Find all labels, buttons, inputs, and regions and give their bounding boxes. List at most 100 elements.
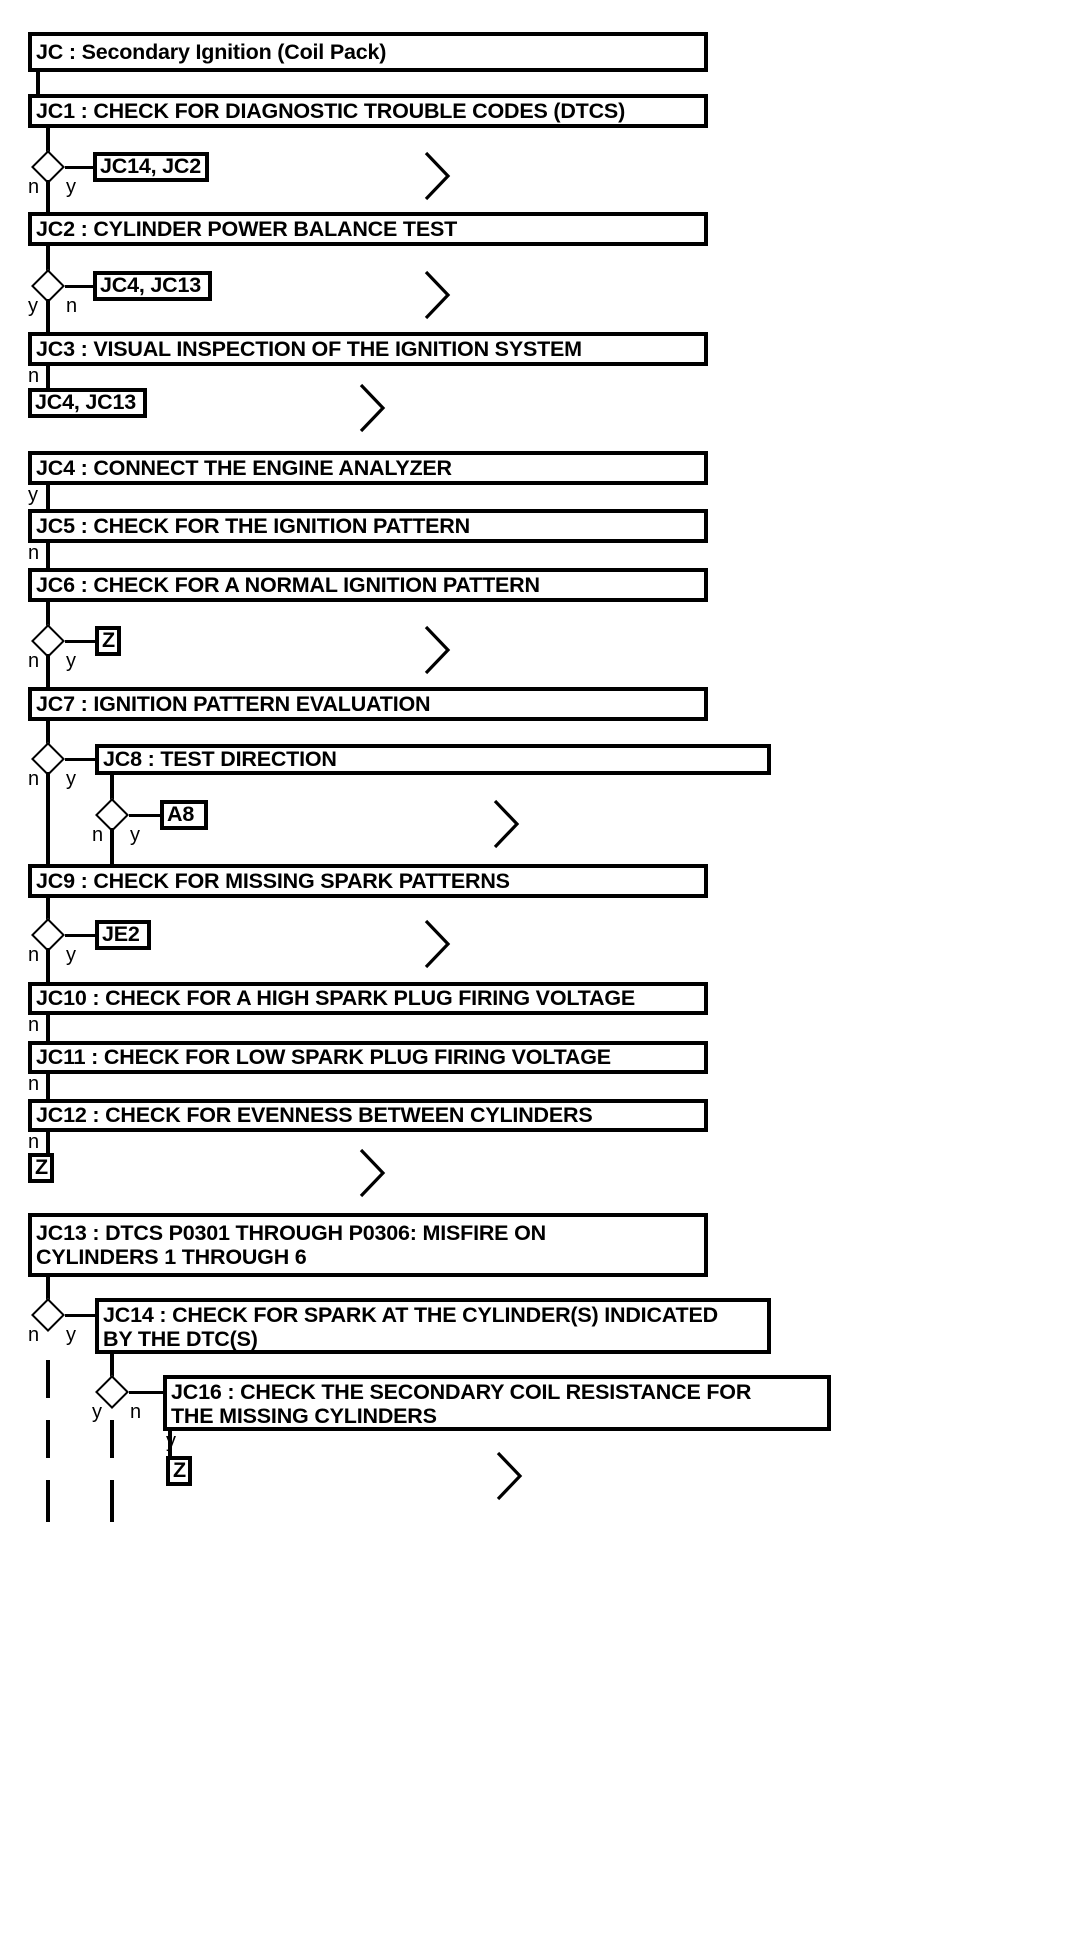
node-JC14[interactable]: JC14 : CHECK FOR SPARK AT THE CYLINDER(S… xyxy=(95,1298,771,1354)
edge-label-jc3-no: n xyxy=(28,365,40,387)
edge-label-jc7-no: n xyxy=(28,768,40,790)
ref-z-b[interactable]: Z xyxy=(28,1153,54,1183)
connector-JC16-down xyxy=(168,1431,172,1457)
edge-label-jc9-no: n xyxy=(28,944,40,966)
chevron-glyph xyxy=(496,1451,523,1501)
edge-label-jc4-yes: y xyxy=(28,484,38,506)
node-JC12-label: JC12 : CHECK FOR EVENNESS BETWEEN CYLIND… xyxy=(36,1103,593,1128)
branch-line-JC6-yes xyxy=(65,640,97,643)
chevron-glyph xyxy=(424,270,451,320)
node-JC16[interactable]: JC16 : CHECK THE SECONDARY COIL RESISTAN… xyxy=(163,1375,831,1431)
offpage-chevron-8 xyxy=(492,1448,526,1504)
node-JC16-label: JC16 : CHECK THE SECONDARY COIL RESISTAN… xyxy=(171,1380,752,1429)
edge-label-jc10-no: n xyxy=(28,1014,40,1036)
ref-jc4-jc13-a[interactable]: JC4, JC13 xyxy=(93,271,212,301)
node-JC5-label: JC5 : CHECK FOR THE IGNITION PATTERN xyxy=(36,513,470,538)
ref-a8-label: A8 xyxy=(167,802,195,827)
node-JC13-label: JC13 : DTCS P0301 THROUGH P0306: MISFIRE… xyxy=(36,1220,546,1269)
chevron-glyph xyxy=(424,625,451,675)
node-JC9[interactable]: JC9 : CHECK FOR MISSING SPARK PATTERNS xyxy=(28,864,708,898)
dashed-tail-left-3 xyxy=(46,1480,50,1522)
connector-JC14-to-decision8 xyxy=(110,1354,114,1380)
branch-line-JC14-no xyxy=(129,1391,165,1394)
node-JC11-label: JC11 : CHECK FOR LOW SPARK PLUG FIRING V… xyxy=(36,1045,611,1070)
node-JC10[interactable]: JC10 : CHECK FOR A HIGH SPARK PLUG FIRIN… xyxy=(28,982,708,1015)
ref-je2-label: JE2 xyxy=(102,922,140,947)
node-JC7[interactable]: JC7 : IGNITION PATTERN EVALUATION xyxy=(28,687,708,721)
chevron-glyph xyxy=(359,383,386,433)
edge-label-jc7-yes: y xyxy=(66,768,76,790)
node-JC8-label: JC8 : TEST DIRECTION xyxy=(103,747,337,772)
edge-label-jc16-no: n xyxy=(130,1401,142,1423)
edge-label-jc6-no: n xyxy=(28,650,40,672)
dashed-tail-mid-2 xyxy=(110,1480,114,1522)
chevron-glyph xyxy=(424,151,451,201)
edge-label-jc13-yes: y xyxy=(66,1324,76,1346)
ref-z-a-label: Z xyxy=(102,628,115,653)
dashed-tail-left-1 xyxy=(46,1360,50,1398)
offpage-chevron-4 xyxy=(420,622,454,678)
ref-jc4-jc13-b-label: JC4, JC13 xyxy=(35,390,136,415)
node-JC[interactable]: JC : Secondary Ignition (Coil Pack) xyxy=(28,32,708,72)
connector-JC5-to-JC6 xyxy=(46,543,50,568)
node-JC2-label: JC2 : CYLINDER POWER BALANCE TEST xyxy=(36,216,458,241)
offpage-chevron-1 xyxy=(420,148,454,204)
connector-JC9-to-decision6 xyxy=(46,898,50,924)
ref-a8[interactable]: A8 xyxy=(160,800,208,830)
edge-label-jc9-yes: y xyxy=(66,944,76,966)
node-JC9-label: JC9 : CHECK FOR MISSING SPARK PATTERNS xyxy=(36,868,510,893)
branch-line-JC2-no xyxy=(65,285,95,288)
node-JC1-label: JC1 : CHECK FOR DIAGNOSTIC TROUBLE CODES… xyxy=(36,98,626,123)
node-JC6-label: JC6 : CHECK FOR A NORMAL IGNITION PATTER… xyxy=(36,572,540,597)
connector-decision6-to-JC10 xyxy=(46,948,50,982)
connector-decision5-down xyxy=(110,828,114,864)
node-JC2[interactable]: JC2 : CYLINDER POWER BALANCE TEST xyxy=(28,212,708,246)
offpage-chevron-3 xyxy=(355,380,389,436)
offpage-chevron-2 xyxy=(420,267,454,323)
connector-JC-to-JC1 xyxy=(36,72,40,96)
offpage-chevron-7 xyxy=(355,1145,389,1201)
ref-z-c-label: Z xyxy=(173,1458,186,1483)
node-JC5[interactable]: JC5 : CHECK FOR THE IGNITION PATTERN xyxy=(28,509,708,543)
ref-z-c[interactable]: Z xyxy=(166,1456,192,1486)
node-JC10-label: JC10 : CHECK FOR A HIGH SPARK PLUG FIRIN… xyxy=(36,986,636,1011)
edge-label-jc11-no: n xyxy=(28,1073,40,1095)
edge-label-jc13-no: n xyxy=(28,1324,40,1346)
ref-je2[interactable]: JE2 xyxy=(95,920,151,950)
connector-JC13-to-decision7 xyxy=(46,1277,50,1304)
edge-label-jc2-yes: y xyxy=(28,295,38,317)
connector-JC11-to-JC12 xyxy=(46,1074,50,1099)
node-JC4[interactable]: JC4 : CONNECT THE ENGINE ANALYZER xyxy=(28,451,708,485)
ref-z-a[interactable]: Z xyxy=(95,626,121,656)
ref-jc4-jc13-b[interactable]: JC4, JC13 xyxy=(28,388,147,418)
offpage-chevron-5 xyxy=(489,796,523,852)
edge-label-jc2-no: n xyxy=(66,295,78,317)
node-JC3-label: JC3 : VISUAL INSPECTION OF THE IGNITION … xyxy=(36,336,582,361)
node-JC13[interactable]: JC13 : DTCS P0301 THROUGH P0306: MISFIRE… xyxy=(28,1213,708,1277)
node-JC12[interactable]: JC12 : CHECK FOR EVENNESS BETWEEN CYLIND… xyxy=(28,1099,708,1132)
node-JC6[interactable]: JC6 : CHECK FOR A NORMAL IGNITION PATTER… xyxy=(28,568,708,602)
connector-JC4-to-JC5 xyxy=(46,485,50,509)
edge-label-jc16-branch-y: y xyxy=(166,1430,176,1452)
edge-label-jc1-yes: y xyxy=(66,176,76,198)
node-JC-label: JC : Secondary Ignition (Coil Pack) xyxy=(36,39,387,64)
connector-JC3-to-ref xyxy=(46,366,50,390)
branch-line-JC9-yes xyxy=(65,934,97,937)
dashed-tail-mid-1 xyxy=(110,1420,114,1458)
connector-JC10-to-JC11 xyxy=(46,1015,50,1041)
edge-label-jc1-no: n xyxy=(28,176,40,198)
node-JC8[interactable]: JC8 : TEST DIRECTION xyxy=(95,744,771,775)
node-JC11[interactable]: JC11 : CHECK FOR LOW SPARK PLUG FIRING V… xyxy=(28,1041,708,1074)
edge-label-jc6-yes: y xyxy=(66,650,76,672)
connector-JC6-to-decision3 xyxy=(46,602,50,629)
edge-label-jc12-no: n xyxy=(28,1131,40,1153)
node-JC4-label: JC4 : CONNECT THE ENGINE ANALYZER xyxy=(36,455,452,480)
edge-label-jc5-no: n xyxy=(28,542,40,564)
ref-jc14-jc2[interactable]: JC14, JC2 xyxy=(93,152,209,182)
node-JC1[interactable]: JC1 : CHECK FOR DIAGNOSTIC TROUBLE CODES… xyxy=(28,94,708,128)
ref-z-b-label: Z xyxy=(35,1155,48,1180)
edge-label-jc8-no: n xyxy=(92,824,104,846)
node-JC3[interactable]: JC3 : VISUAL INSPECTION OF THE IGNITION … xyxy=(28,332,708,366)
connector-decision4-down xyxy=(46,772,50,866)
